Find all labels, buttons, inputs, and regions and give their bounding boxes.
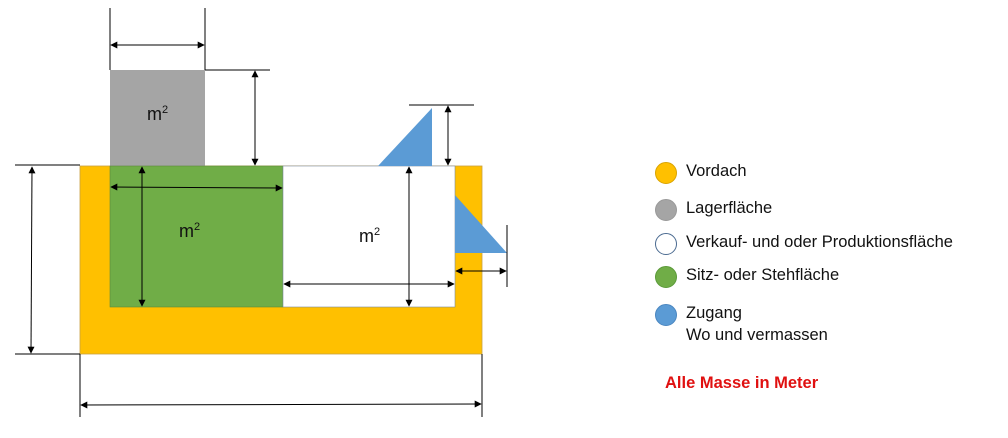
legend-label: Vordach: [686, 162, 747, 180]
legend-sublabel: Wo und vermassen: [686, 326, 828, 344]
legend-label: Verkauf- und oder Produktionsfläche: [686, 233, 953, 251]
gray-circle-icon: [655, 199, 677, 221]
legend-item-sitz: Sitz- oder Stehfläche: [655, 266, 839, 288]
sitz-area-label: m2: [179, 221, 201, 241]
dimension-lines: [15, 8, 508, 417]
legend-item-lager: Lagerfläche: [655, 199, 772, 221]
units-note: Alle Masse in Meter: [665, 374, 819, 392]
legend-item-zugang: Zugang Wo und vermassen: [655, 304, 828, 345]
zugang-right: [455, 195, 507, 253]
legend-label: Lagerfläche: [686, 199, 773, 217]
lager-area-label: m2: [147, 104, 169, 124]
verkauf-area-label: m2: [359, 226, 381, 246]
legend-label: Sitz- oder Stehfläche: [686, 266, 840, 284]
lager-area: [110, 70, 205, 166]
legend-label: Zugang: [686, 304, 742, 322]
green-circle-icon: [655, 266, 677, 288]
yellow-circle-icon: [655, 162, 677, 184]
blue-circle-icon: [655, 304, 677, 326]
legend-item-vordach: Vordach: [655, 162, 747, 184]
zugang-top: [378, 108, 432, 166]
legend-item-verkauf: Verkauf- und oder Produktionsfläche: [655, 233, 953, 255]
white-circle-icon: [655, 233, 677, 255]
